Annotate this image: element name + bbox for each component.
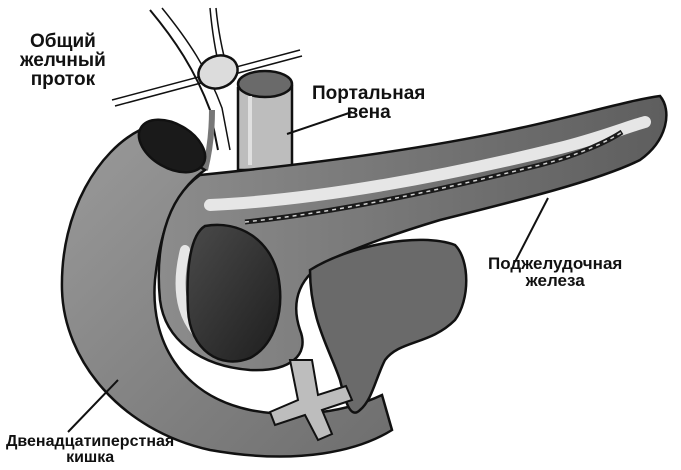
pancreas-pointer (515, 198, 548, 262)
duodenum-label: Двенадцатиперстная кишка (6, 434, 174, 466)
bile-duct-label-line-2: желчный (20, 51, 106, 70)
duodenum-label-line-2: кишка (6, 450, 174, 466)
portal-vein-label: Портальная вена (312, 84, 425, 122)
portal-vein (238, 71, 292, 170)
pancreas-label-line-2: железа (488, 272, 622, 289)
portal-vein-label-line-2: вена (312, 103, 425, 122)
bile-duct-label-line-1: Общий (20, 32, 106, 51)
pancreas-label-line-1: Поджелудочная (488, 255, 622, 272)
duodenum-pointer (68, 380, 118, 432)
bile-duct-label-line-3: проток (20, 70, 106, 89)
duodenum-label-line-1: Двенадцатиперстная (6, 434, 174, 450)
pancreas-label: Поджелудочная железа (488, 255, 622, 289)
portal-vein-label-line-1: Портальная (312, 84, 425, 103)
bile-duct-label: Общий желчный проток (20, 32, 106, 89)
